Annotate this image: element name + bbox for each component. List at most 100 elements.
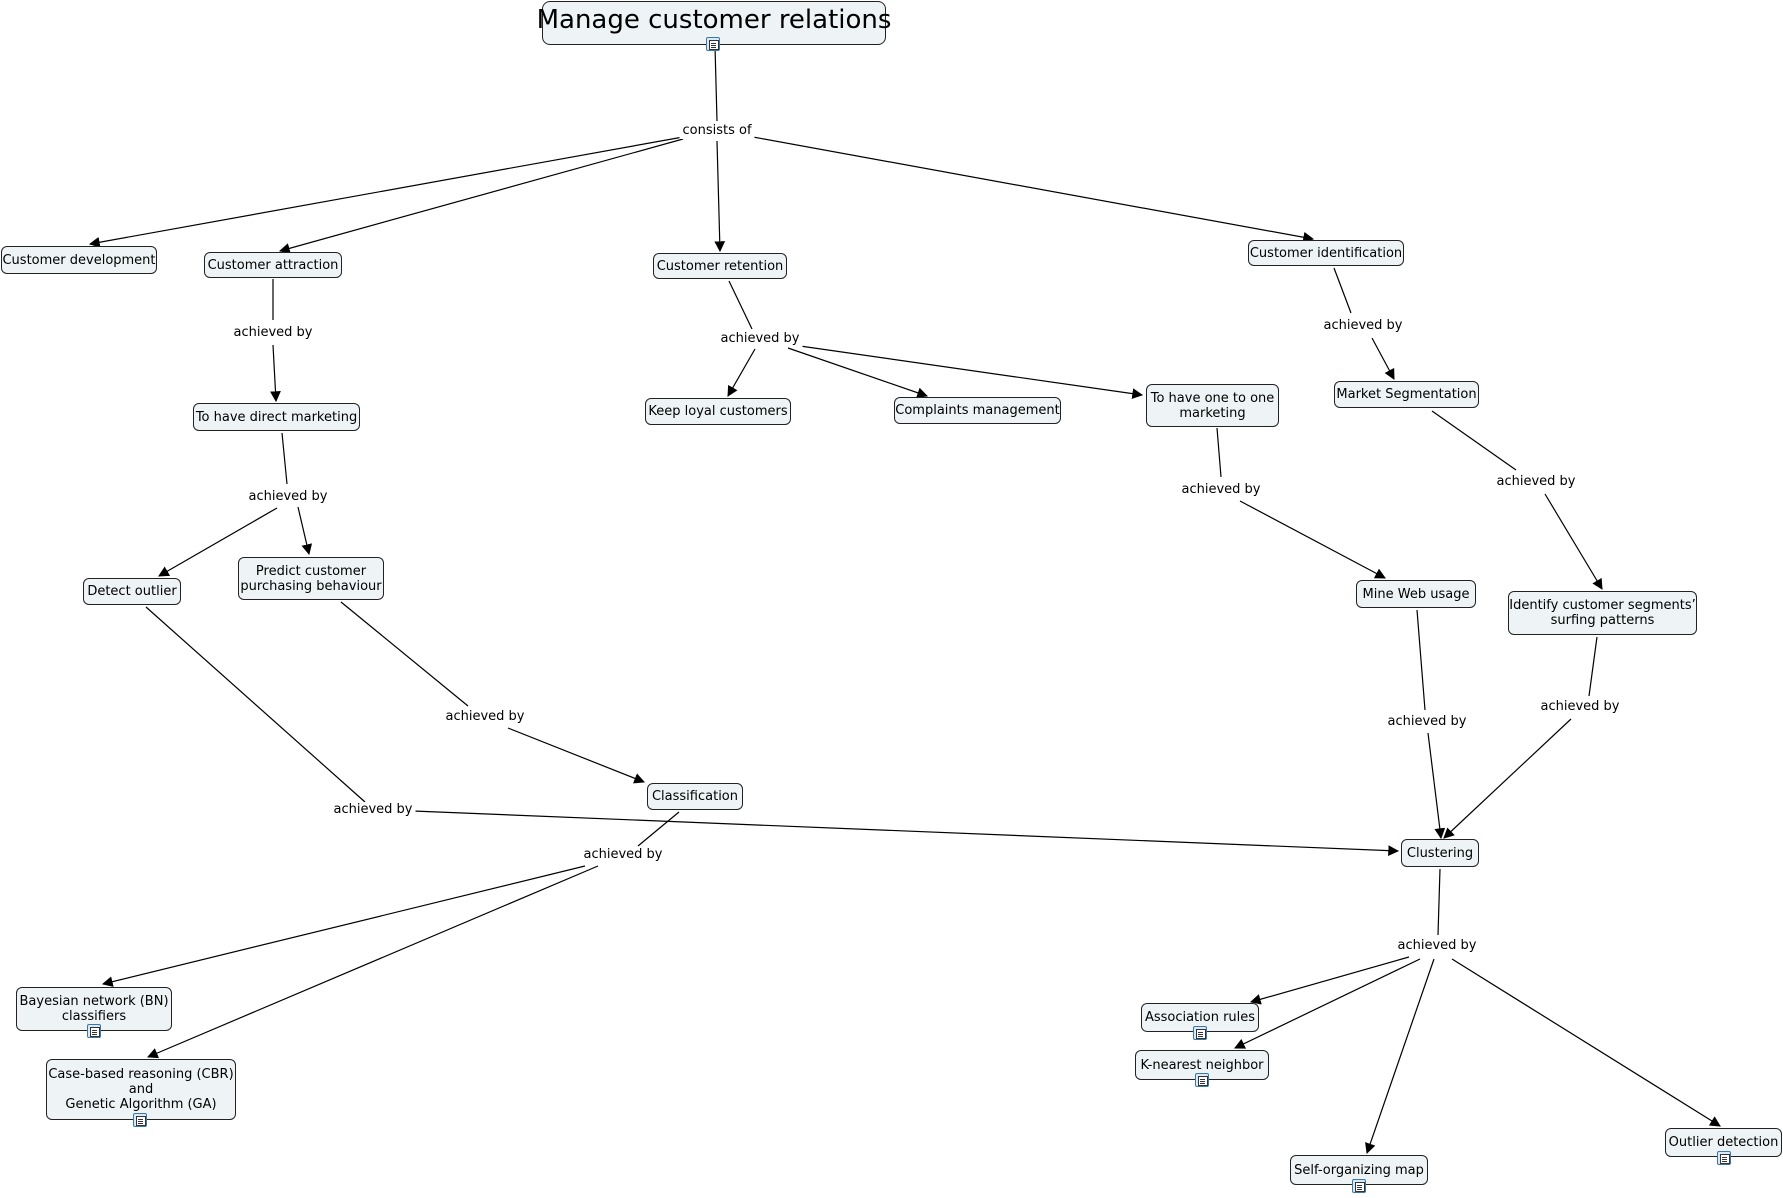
concept-label: Customer retention [656, 258, 784, 274]
arrow-connector [270, 344, 281, 403]
arrow-connector [752, 136, 1315, 243]
concept-customer-identification[interactable]: Customer identification [1248, 240, 1404, 266]
concept-label: Self-organizing map [1294, 1162, 1424, 1178]
arrow-connector [147, 865, 599, 1059]
document-icon[interactable] [1195, 1073, 1209, 1087]
arrow-connector [727, 348, 756, 397]
arrow-connector [1239, 500, 1386, 579]
concept-label: Customer identification [1249, 245, 1403, 261]
arrow-connector [1451, 958, 1721, 1127]
link-phrase-achieved-by: achieved by [1394, 938, 1480, 954]
concept-label: Customer development [2, 252, 156, 268]
concept-detect-outlier[interactable]: Detect outlier [83, 578, 181, 605]
concept-bayesian-network-classifiers[interactable]: Bayesian network (BN) classifiers [16, 987, 172, 1031]
line-connector [340, 601, 469, 707]
link-phrase-achieved-by: achieved by [717, 331, 803, 347]
concept-customer-development[interactable]: Customer development [1, 246, 157, 274]
concept-label-line-2: marketing [1179, 405, 1246, 421]
arrow-connector [1544, 493, 1603, 590]
arrow-connector [507, 727, 646, 784]
concept-label-line-2: surfing patterns [1550, 613, 1655, 628]
concept-label: Clustering [1406, 845, 1474, 861]
line-connector [714, 45, 718, 122]
link-phrase-achieved-by: achieved by [245, 489, 331, 505]
concept-classification[interactable]: Classification [647, 783, 743, 810]
line-connector [1437, 868, 1441, 936]
arrow-connector [88, 136, 684, 248]
document-icon[interactable] [706, 37, 720, 51]
concept-identify-customer-segments[interactable]: Identify customer segments’ surfing patt… [1508, 591, 1697, 635]
concept-market-segmentation[interactable]: Market Segmentation [1334, 381, 1479, 408]
concept-predict-purchasing-behaviour[interactable]: Predict customer purchasing behaviour [238, 557, 384, 600]
link-phrase-achieved-by: achieved by [330, 802, 416, 818]
arrow-connector [799, 345, 1144, 399]
concept-label-line-1: Case-based reasoning (CBR) [48, 1067, 234, 1082]
concept-label-line-1: To have one to one [1150, 390, 1275, 406]
link-phrase-consists-of: consists of [679, 123, 755, 139]
concept-label: Classification [651, 789, 739, 804]
document-icon[interactable] [1352, 1179, 1366, 1193]
concept-label: Customer attraction [207, 257, 339, 273]
line-connector [1431, 410, 1517, 471]
arrow-connector [297, 506, 313, 556]
link-phrase-achieved-by: achieved by [580, 847, 666, 863]
concept-label-line-3: Genetic Algorithm (GA) [65, 1097, 217, 1112]
concept-label: Association rules [1144, 1010, 1256, 1025]
concept-mine-web-usage[interactable]: Mine Web usage [1356, 580, 1476, 608]
document-icon[interactable] [1717, 1151, 1731, 1165]
concept-cbr-and-genetic-algorithm[interactable]: Case-based reasoning (CBR) and Genetic A… [46, 1059, 236, 1120]
line-connector [281, 432, 288, 485]
concept-association-rules[interactable]: Association rules [1141, 1003, 1259, 1032]
arrow-connector [787, 347, 929, 398]
link-phrase-achieved-by: achieved by [1493, 474, 1579, 490]
arrow-connector [412, 810, 1400, 857]
arrow-connector [1443, 718, 1572, 839]
concept-label-line-1: Bayesian network (BN) [19, 994, 169, 1009]
line-connector [145, 606, 366, 803]
concept-label: Manage customer relations [536, 5, 892, 35]
line-connector [728, 280, 753, 330]
link-phrase-achieved-by: achieved by [1384, 714, 1470, 730]
link-phrase-achieved-by: achieved by [442, 709, 528, 725]
concept-label: Complaints management [895, 403, 1060, 418]
concept-label-line-1: Identify customer segments’ [1509, 598, 1696, 613]
link-phrase-achieved-by: achieved by [230, 325, 316, 341]
arrow-connector [1427, 732, 1446, 840]
document-icon[interactable] [87, 1024, 101, 1038]
concept-label: Keep loyal customers [648, 404, 788, 419]
concept-label-line-2: and [128, 1082, 154, 1097]
concept-label-line-2: purchasing behaviour [240, 578, 382, 594]
concept-clustering[interactable]: Clustering [1401, 839, 1479, 867]
document-icon[interactable] [1193, 1026, 1207, 1040]
concept-outlier-detection[interactable]: Outlier detection [1665, 1128, 1782, 1157]
arrow-connector [1371, 337, 1395, 380]
concept-complaints-management[interactable]: Complaints management [894, 397, 1061, 424]
concept-label: Mine Web usage [1362, 586, 1470, 602]
arrow-connector [101, 865, 586, 987]
line-connector [637, 811, 680, 847]
concept-label: Detect outlier [87, 584, 177, 599]
concept-keep-loyal-customers[interactable]: Keep loyal customers [645, 398, 791, 425]
arrow-connector [1234, 958, 1421, 1049]
concept-label: Outlier detection [1668, 1135, 1779, 1150]
line-connector [1216, 427, 1222, 478]
concept-label-line-1: Predict customer [255, 563, 367, 579]
line-connector [1588, 636, 1598, 697]
concept-direct-marketing[interactable]: To have direct marketing [193, 403, 360, 431]
document-icon[interactable] [133, 1113, 147, 1127]
concept-customer-retention[interactable]: Customer retention [653, 253, 787, 279]
arrow-connector [158, 507, 278, 577]
link-phrase-achieved-by: achieved by [1320, 318, 1406, 334]
link-phrase-achieved-by: achieved by [1537, 699, 1623, 715]
arrow-connector [1365, 958, 1435, 1155]
arrow-connector [278, 138, 684, 254]
concept-label: To have direct marketing [195, 409, 358, 425]
line-connector [1333, 267, 1352, 314]
concept-label: K-nearest neighbor [1140, 1057, 1264, 1073]
link-phrase-achieved-by: achieved by [1178, 482, 1264, 498]
line-connector [1416, 609, 1426, 711]
concept-one-to-one-marketing[interactable]: To have one to one marketing [1146, 384, 1279, 427]
concept-customer-attraction[interactable]: Customer attraction [204, 252, 342, 278]
concept-label: Market Segmentation [1336, 387, 1477, 402]
